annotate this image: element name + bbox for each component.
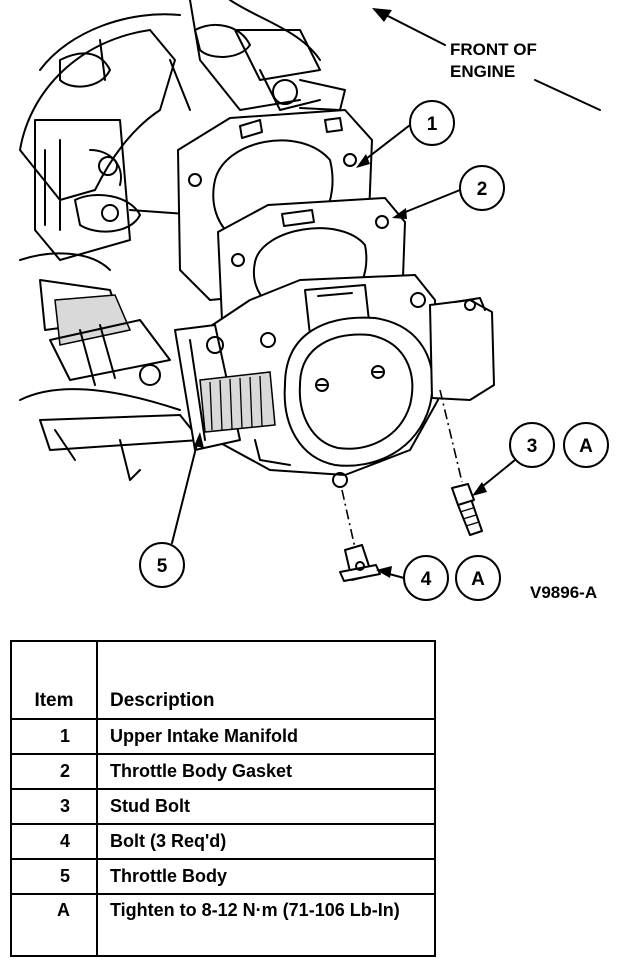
legend-header-item: Item: [10, 640, 98, 720]
stud-bolt: [451, 483, 483, 536]
legend-item: 3: [10, 788, 98, 825]
front-of-engine-indicator: FRONT OF ENGINE: [372, 8, 601, 111]
legend-item: 4: [10, 823, 98, 860]
legend-header-row: Item Description: [10, 640, 436, 720]
legend-row: 5 Throttle Body: [10, 858, 436, 895]
callout-3-number: 3: [527, 436, 538, 457]
legend-description: Bolt (3 Req'd): [96, 823, 436, 860]
legend-description: Tighten to 8-12 N·m (71-106 Lb-In): [96, 893, 436, 957]
callout-3: 3 A: [472, 422, 609, 496]
callout-1: 1: [356, 100, 455, 168]
legend-item: 5: [10, 858, 98, 895]
legend-description: Throttle Body: [96, 858, 436, 895]
legend-item: 2: [10, 753, 98, 790]
callout-4: 4 A: [376, 555, 501, 601]
legend-row: 4 Bolt (3 Req'd): [10, 823, 436, 860]
legend-description: Upper Intake Manifold: [96, 718, 436, 755]
callout-2: 2: [392, 165, 505, 219]
callout-1-number: 1: [427, 114, 438, 135]
callout-4-number: 4: [421, 569, 432, 590]
legend-header-description: Description: [96, 640, 436, 720]
figure-id: V9896-A: [530, 583, 597, 602]
callout-5-number: 5: [157, 556, 168, 577]
bolt-centerlines: [341, 389, 463, 549]
throttle-body: [174, 274, 495, 488]
front-of-engine-label-line2: ENGINE: [450, 62, 515, 81]
front-of-engine-label-line1: FRONT OF: [450, 40, 537, 59]
bolt: [339, 544, 381, 582]
legend-row: 2 Throttle Body Gasket: [10, 753, 436, 790]
legend-row: 1 Upper Intake Manifold: [10, 718, 436, 755]
legend-description: Stud Bolt: [96, 788, 436, 825]
legend-item: A: [10, 893, 98, 957]
legend-row: A Tighten to 8-12 N·m (71-106 Lb-In): [10, 893, 436, 957]
legend-row: 3 Stud Bolt: [10, 788, 436, 825]
callout-2-number: 2: [477, 179, 488, 200]
parts-legend-table: Item Description 1 Upper Intake Manifold…: [10, 640, 436, 957]
throttle-body-exploded-diagram: FRONT OF ENGINE 1 2 3 A 4 A 5: [19, 0, 609, 602]
callout-3-torque-letter: A: [579, 436, 593, 457]
legend-description: Throttle Body Gasket: [96, 753, 436, 790]
legend-item: 1: [10, 718, 98, 755]
callout-5: 5: [139, 432, 204, 588]
callout-4-torque-letter: A: [471, 569, 485, 590]
